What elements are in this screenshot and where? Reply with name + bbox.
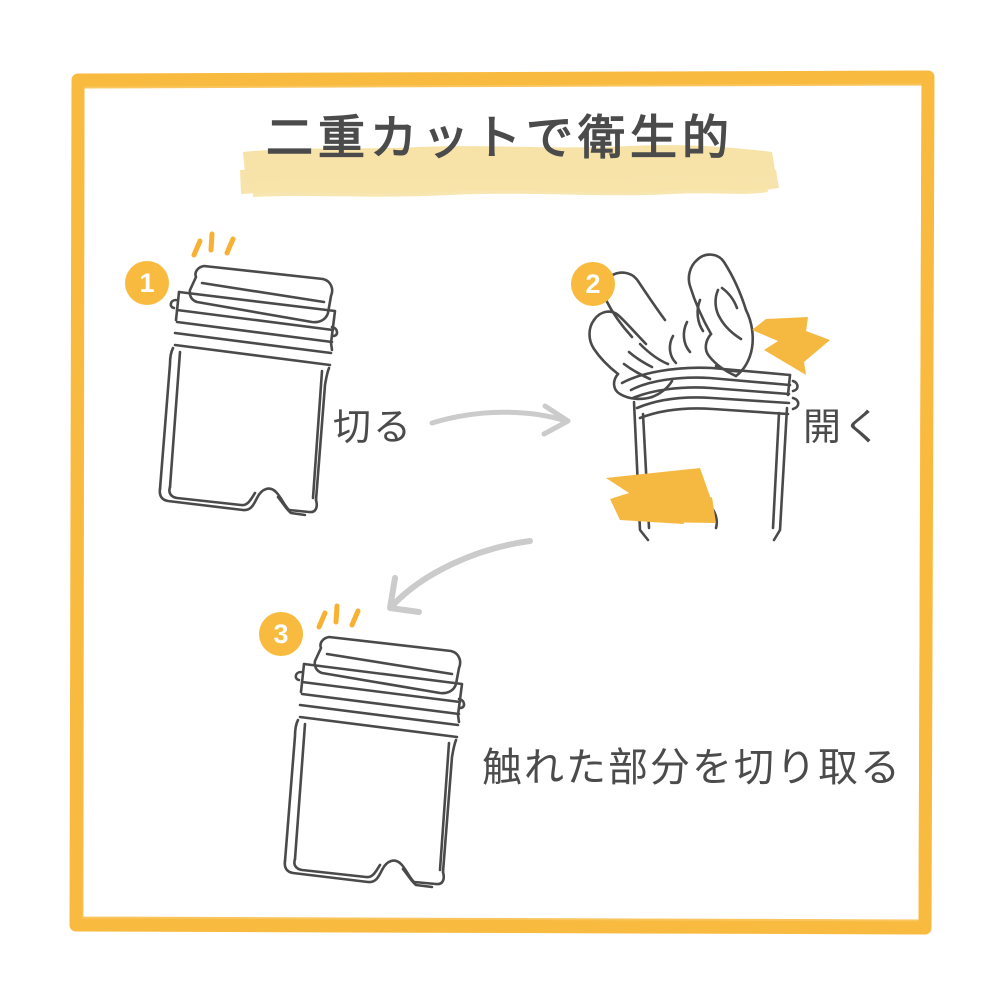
arrow-down-left-step-2-b <box>606 468 712 524</box>
step-badge-2: 2 <box>571 262 615 306</box>
pouch-step-3 <box>283 635 466 889</box>
arrow-up-right-step-2 <box>752 317 830 375</box>
pouch-step-1 <box>158 264 339 517</box>
flow-arrow-step1-to-step2 <box>429 403 571 437</box>
page-title: 二重カットで衛生的 <box>266 111 734 164</box>
sparkle-step-3 <box>316 603 361 630</box>
step-badge-1: 1 <box>125 261 169 305</box>
step-badge-3: 3 <box>259 612 303 656</box>
step-2-caption: 開く <box>803 407 884 449</box>
step-1-caption: 切る <box>333 407 414 449</box>
sparkle-step-1 <box>191 231 236 258</box>
right-hand-step-2 <box>668 253 755 378</box>
flow-arrow-step2-to-step3 <box>387 538 533 615</box>
pouch-tab-step-2 <box>686 500 719 530</box>
arrow-down-left-step-2 <box>626 470 716 523</box>
step-3-caption: 触れた部分を切り取る <box>482 746 902 790</box>
title-container: 二重カットで衛生的 <box>0 112 1000 164</box>
pouch-step-2 <box>620 366 800 542</box>
